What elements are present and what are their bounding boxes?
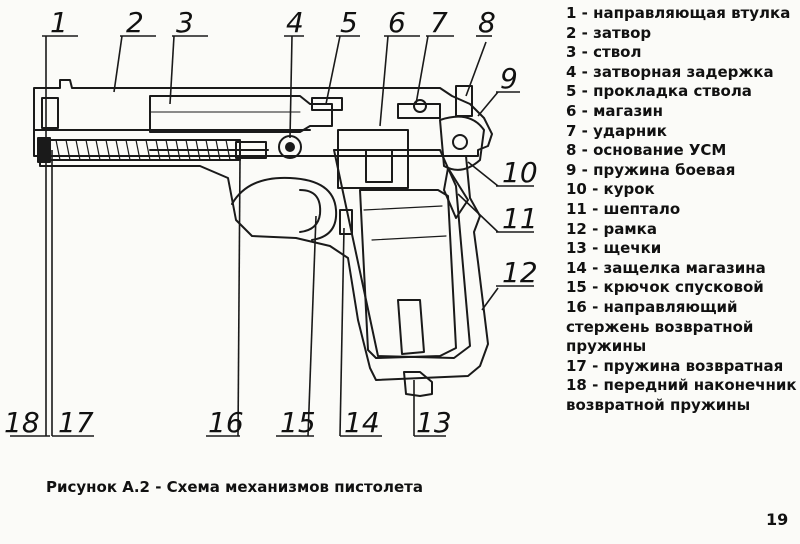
legend-item: 7 - ударник [566, 121, 667, 140]
callout-9: 9 [500, 62, 518, 95]
legend-item: 9 - пружина боевая [566, 160, 736, 179]
legend-item: 13 - щечки [566, 239, 662, 258]
leader-lines [10, 35, 534, 437]
legend-item: 3 - ствол [566, 43, 642, 62]
legend-item: 5 - прокладка ствола [566, 82, 752, 101]
hammer [439, 115, 485, 171]
magazine-catch [339, 209, 353, 235]
figure-caption: Рисунок А.2 - Схема механизмов пистолета [46, 478, 423, 496]
legend-item: 4 - затворная задержка [566, 62, 774, 81]
callout-3: 3 [176, 6, 194, 39]
callout-2: 2 [126, 6, 144, 39]
legend-item: 2 - затвор [566, 23, 652, 42]
callout-8: 8 [478, 6, 496, 39]
legend-item: 1 - направляющая втулка [566, 4, 791, 22]
callout-11: 11 [502, 202, 538, 235]
legend-item: 16 - направляющий стержень возвратной пр… [566, 297, 754, 356]
trigger-guard [231, 176, 338, 241]
callout-4: 4 [286, 6, 304, 39]
slide [33, 79, 493, 157]
callout-7: 7 [430, 6, 448, 39]
trigger [299, 189, 322, 233]
legend-item: 11 - шептало [566, 199, 681, 218]
sear [443, 167, 469, 219]
guide-bushing [41, 97, 59, 129]
frame [39, 155, 489, 381]
legend-item: 8 - основание УСМ [566, 141, 727, 160]
callout-5: 5 [340, 6, 358, 39]
mainspring [455, 85, 473, 117]
page-number: 19 [766, 510, 789, 529]
callout-15: 15 [280, 406, 316, 439]
callout-16: 16 [208, 406, 244, 439]
parts-legend: 1 - направляющая втулка 2 - затвор 3 - с… [566, 4, 798, 415]
callout-17: 17 [58, 406, 94, 439]
legend-item: 14 - защелка магазина [566, 258, 766, 277]
callout-10: 10 [502, 156, 538, 189]
barrel [149, 95, 333, 133]
pistol-mechanism-diagram: 1 2 3 4 5 6 7 8 9 10 11 12 13 14 15 16 1… [4, 6, 538, 439]
callout-6: 6 [388, 6, 406, 39]
magazine [359, 189, 457, 359]
legend-item: 18 - передний наконечник возвратной пруж… [566, 376, 797, 414]
legend-item: 10 - курок [566, 180, 655, 199]
legend-item: 12 - рамка [566, 219, 657, 238]
legend-item: 17 - пружина возвратная [566, 356, 784, 375]
callout-12: 12 [502, 256, 538, 289]
callout-14: 14 [344, 406, 380, 439]
legend-item: 15 - крючок спусковой [566, 278, 764, 297]
callout-13: 13 [416, 406, 452, 439]
callout-18: 18 [4, 406, 40, 439]
callout-1: 1 [50, 6, 68, 39]
legend-item: 6 - магазин [566, 101, 664, 120]
callout-labels: 1 2 3 4 5 6 7 8 9 10 11 12 13 14 15 16 1… [4, 6, 538, 439]
